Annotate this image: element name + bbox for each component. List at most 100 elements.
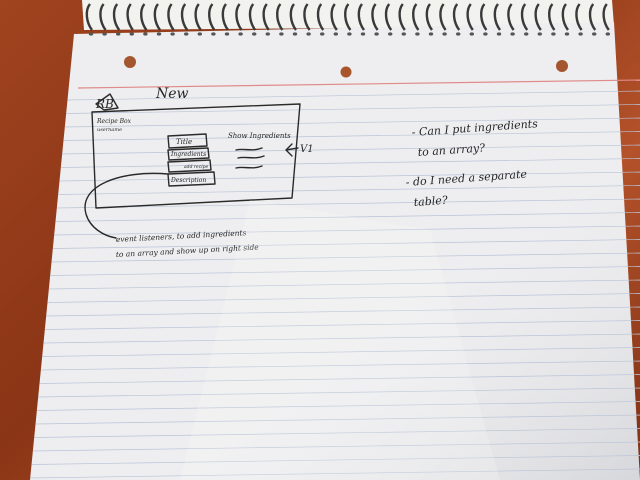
ruled-line [30, 468, 640, 479]
spiral-hole [170, 32, 175, 36]
spiral-hole [88, 32, 94, 36]
header-word: New [155, 86, 189, 102]
spiral-coil [140, 3, 148, 31]
ruled-line [33, 441, 640, 452]
punch-hole [124, 56, 136, 68]
spiral-binding [85, 3, 610, 36]
spiral-hole [524, 32, 529, 36]
ruled-line [46, 306, 640, 317]
spiral-hole [252, 32, 257, 36]
spiral-coil [126, 3, 134, 31]
spiral-coil [112, 3, 121, 31]
spiral-coil [602, 3, 610, 31]
spiral-hole [156, 32, 162, 36]
spiral-coil [398, 3, 406, 31]
spiral-hole [483, 32, 488, 36]
spiral-coil [221, 3, 229, 31]
spiral-coil [561, 3, 569, 31]
spiral-coil [99, 3, 107, 31]
mockup-field-box [167, 159, 212, 173]
spiral-hole [129, 32, 134, 36]
ruled-line [38, 387, 640, 398]
spiral-hole [211, 32, 216, 36]
spiral-hole [496, 32, 502, 36]
mockup-app-title: Recipe Box [96, 118, 132, 125]
arrow-icon [285, 143, 299, 157]
spiral-coil [384, 3, 393, 31]
spiral-hole [116, 32, 121, 36]
spiral-coil [85, 3, 93, 31]
spiral-coil [425, 3, 433, 31]
ruled-line [55, 212, 640, 222]
spiral-coil [153, 3, 161, 31]
ruled-line [50, 266, 640, 276]
spiral-coil [534, 3, 542, 31]
spiral-hole [564, 32, 570, 36]
spiral-coil [262, 3, 270, 31]
spiral-coil [480, 3, 488, 31]
spiral-hole [415, 32, 420, 36]
ruled-line [67, 90, 640, 101]
spiral-hole [510, 32, 515, 36]
scribble-line [237, 155, 265, 159]
ruled-line [34, 428, 640, 438]
ui-mockup-sketch: Recipe Box username Title Ingredients ad… [84, 103, 314, 239]
spiral-hole [279, 32, 284, 36]
ruled-line [48, 279, 640, 290]
spiral-coil [452, 3, 461, 31]
spiral-hole [360, 32, 366, 36]
mockup-side-label: Show Ingredients [228, 132, 291, 140]
spiral-coil [235, 3, 243, 31]
mockup-field-ingredients: Ingredients [170, 151, 206, 158]
ruled-line [54, 225, 640, 236]
spiral-hole [605, 32, 610, 36]
ruled-line [63, 131, 640, 141]
ruled-lines [30, 90, 640, 479]
spiral-coil [248, 3, 257, 31]
spiral-hole [265, 32, 270, 36]
ruled-line [39, 374, 640, 384]
mockup-field-box [167, 133, 208, 149]
connector-curve [84, 172, 169, 239]
spiral-hole [333, 32, 338, 36]
ruled-line [41, 360, 640, 371]
spiral-coil [303, 3, 311, 31]
spiral-hole [347, 32, 352, 36]
spiral-coil [167, 3, 175, 31]
back-sheet [82, 0, 614, 30]
spiral-hole [306, 32, 311, 36]
spiral-hole [102, 32, 107, 36]
page-icon: RB [95, 93, 119, 111]
mockup-field-box [167, 171, 216, 187]
spiral-coil [194, 3, 202, 31]
spiral-hole [578, 32, 583, 36]
scribble-line [235, 165, 263, 169]
spiral-coil [208, 3, 216, 31]
spiral-hole [537, 32, 542, 36]
spiral-coil [575, 3, 583, 31]
punch-hole [556, 60, 568, 72]
spiral-coil [344, 3, 352, 31]
spiral-hole [428, 32, 434, 36]
mockup-username: username [97, 127, 122, 133]
spiral-hole [442, 32, 447, 36]
ruled-line [35, 414, 640, 425]
spiral-hole [401, 32, 406, 36]
ruled-line [44, 320, 640, 330]
question-2-line-2: table? [413, 194, 448, 209]
spiral-hole [292, 32, 298, 36]
spiral-coil [520, 3, 529, 31]
spiral-coil [180, 3, 189, 31]
mockup-field-add-recipe: add recipe [184, 164, 209, 170]
spiral-coil [507, 3, 515, 31]
spiral-hole [143, 32, 148, 36]
spiral-hole [197, 32, 202, 36]
spiral-coil [316, 3, 325, 31]
spiral-coil [493, 3, 501, 31]
scribble-line [235, 147, 263, 151]
spiral-coil [371, 3, 379, 31]
spiral-hole [456, 32, 461, 36]
spiral-coil [330, 3, 338, 31]
question-1-line-2: to an array? [417, 141, 485, 159]
